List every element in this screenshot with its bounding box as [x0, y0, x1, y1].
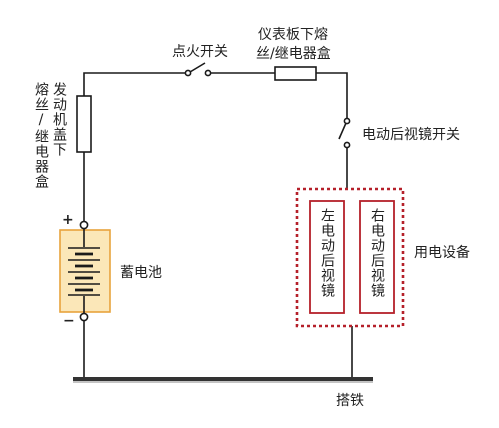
hood-fuse-symbol [76, 95, 92, 153]
mirror-switch-symbol [338, 117, 351, 149]
dash-fuse-box-label-line1: 仪表板下熔 [258, 27, 328, 43]
battery-symbol [59, 220, 111, 322]
left-mirror-box [309, 200, 345, 314]
battery-plus-sign: + [62, 212, 74, 228]
load-group-box [295, 187, 405, 328]
left-mirror-label: 左电动后视镜 [319, 208, 335, 298]
battery-minus-sign: − [63, 313, 75, 329]
hood-fuse-label-col1: 发动机盖下 [51, 82, 67, 157]
hood-fuse-label-col2: 熔丝/继电器盒 [33, 82, 49, 189]
wire-fuse-to-switch [316, 72, 348, 120]
dash-fuse-symbol [274, 66, 317, 81]
right-mirror-box [359, 200, 395, 314]
ground-bar [73, 377, 373, 381]
wire-top-left [83, 72, 186, 96]
load-group-label: 用电设备 [414, 245, 470, 261]
wires [83, 72, 353, 378]
dash-fuse-box-label-line2: 丝/继电器盒 [256, 46, 331, 62]
right-mirror-label: 右电动后视镜 [369, 208, 385, 298]
ground-label: 搭铁 [336, 393, 364, 409]
ignition-switch [184, 62, 212, 77]
battery-label: 蓄电池 [120, 265, 162, 281]
mirror-switch-label: 电动后视镜开关 [362, 127, 460, 143]
ignition-switch-label: 点火开关 [172, 44, 228, 60]
